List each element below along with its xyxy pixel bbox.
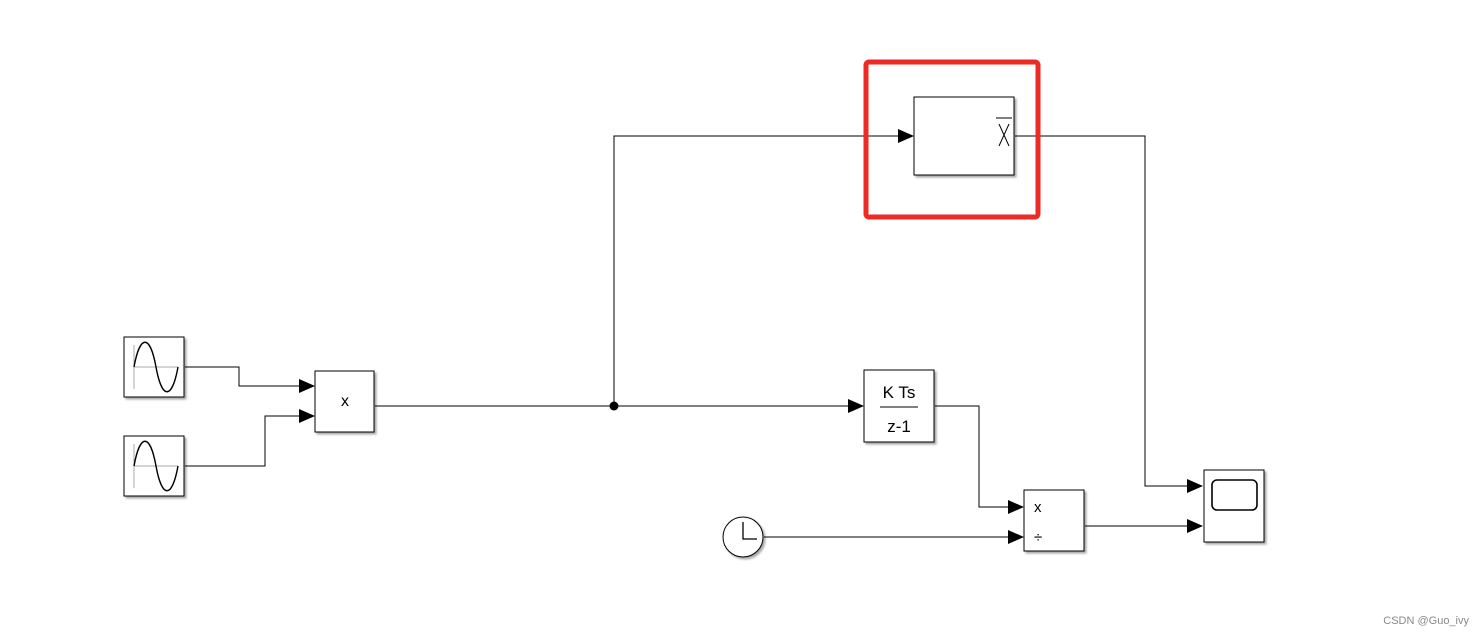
scope-screen-icon	[1211, 479, 1258, 511]
integrator-numerator: K Ts	[883, 383, 916, 402]
multiply-label: x	[341, 393, 349, 410]
arrowhead-scope-in1	[1187, 479, 1203, 493]
arrowhead-product-in1	[1008, 500, 1024, 514]
scope-block[interactable]	[1203, 469, 1265, 543]
signal-line-branch-to-mean[interactable]	[613, 135, 902, 406]
signal-line-sine2-to-multiply[interactable]	[185, 415, 303, 467]
sine-wave-icon	[133, 440, 179, 492]
highlight-box	[863, 59, 1041, 220]
product-input2-sign: ÷	[1034, 529, 1042, 546]
signal-line-sine1-to-multiply[interactable]	[185, 366, 303, 387]
integrator-denominator: z-1	[887, 417, 911, 436]
x-bar-icon	[996, 117, 1012, 147]
mean-value-block[interactable]	[913, 96, 1015, 176]
discrete-integrator-block[interactable]	[863, 369, 935, 443]
signal-line-mean-to-scope[interactable]	[1015, 135, 1191, 487]
multiply-block[interactable]	[314, 370, 375, 433]
clock-hands-icon	[742, 522, 757, 540]
arrowhead-mean-in	[898, 129, 914, 143]
arrowhead-scope-in2	[1187, 519, 1203, 533]
arrowhead-integrator-in	[848, 399, 864, 413]
arrowhead-multiply-in2	[299, 409, 315, 423]
watermark: CSDN @Guo_ivy	[1383, 615, 1469, 627]
product-divide-block[interactable]	[1023, 489, 1085, 552]
arrowhead-product-in2	[1008, 530, 1024, 544]
signal-line-integrator-to-product[interactable]	[935, 405, 1012, 508]
branch-point	[609, 401, 619, 411]
product-input1-sign: x	[1034, 499, 1042, 516]
arrowhead-multiply-in1	[299, 379, 315, 393]
sine-wave-icon	[133, 341, 179, 393]
